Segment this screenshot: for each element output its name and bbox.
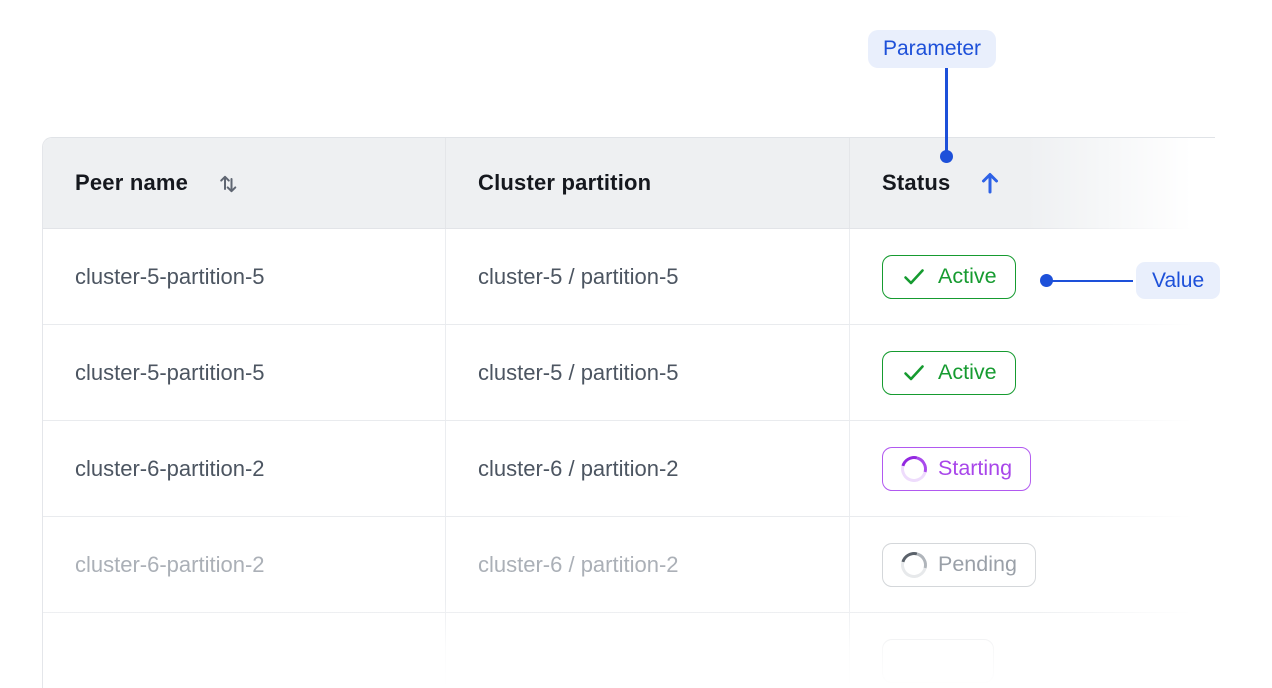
status-cell (850, 613, 1215, 688)
parameter-connector-line (945, 68, 948, 152)
status-cell: Active (850, 229, 1215, 324)
status-badge: Active (882, 350, 1016, 395)
peer-name-cell: cluster-5-partition-5 (43, 325, 446, 420)
status-badge: Active (882, 254, 1016, 299)
cluster-partition-header-label: Cluster partition (478, 170, 652, 195)
status-cell: Active (850, 325, 1215, 420)
cluster-partition-cell: cluster-5 / partition-5 (446, 325, 850, 420)
sort-both-icon[interactable] (214, 169, 242, 197)
peer-name-header-label: Peer name (75, 170, 189, 195)
cluster-partition-cell: cluster-6 / partition-2 (446, 517, 850, 612)
peer-name-cell (43, 613, 446, 688)
table-row[interactable]: cluster-5-partition-5 cluster-5 / partit… (43, 325, 1215, 421)
table-row[interactable]: cluster-6-partition-2 cluster-6 / partit… (43, 517, 1215, 613)
table-row[interactable]: cluster-5-partition-5 cluster-5 / partit… (43, 229, 1215, 325)
status-badge: Pending (882, 542, 1036, 587)
peer-name-cell: cluster-5-partition-5 (43, 229, 446, 324)
column-header-status[interactable]: Status (850, 138, 1215, 228)
status-badge-label: Pending (938, 552, 1017, 576)
table-header-row: Peer name Cluster partition Status (43, 138, 1215, 229)
parameter-connector-dot (940, 150, 953, 163)
column-header-peer-name[interactable]: Peer name (43, 138, 446, 228)
check-icon (901, 264, 927, 290)
status-badge: Starting (882, 446, 1032, 491)
column-header-cluster-partition[interactable]: Cluster partition (446, 138, 850, 228)
table-row[interactable] (43, 613, 1215, 688)
value-callout-badge: Value (1136, 262, 1221, 299)
value-connector-dot (1040, 274, 1053, 287)
status-badge-label: Active (938, 360, 997, 384)
value-connector-line (1046, 279, 1133, 282)
peer-name-cell: cluster-6-partition-2 (43, 421, 446, 516)
peers-table: Peer name Cluster partition Status (42, 137, 1215, 688)
status-badge-label: Starting (938, 456, 1013, 480)
table-body: cluster-5-partition-5 cluster-5 / partit… (43, 229, 1215, 688)
parameter-callout-label: Parameter (883, 37, 982, 60)
status-badge (882, 638, 994, 683)
status-badge-label: Active (938, 264, 997, 288)
spinner-icon (896, 450, 932, 487)
status-cell: Pending (850, 517, 1215, 612)
table-row[interactable]: cluster-6-partition-2 cluster-6 / partit… (43, 421, 1215, 517)
status-header-label: Status (882, 170, 951, 195)
peer-name-cell: cluster-6-partition-2 (43, 517, 446, 612)
cluster-partition-cell: cluster-5 / partition-5 (446, 229, 850, 324)
cluster-partition-cell: cluster-6 / partition-2 (446, 421, 850, 516)
sort-ascending-icon[interactable] (976, 169, 1004, 197)
spinner-icon (896, 546, 932, 583)
cluster-partition-cell (446, 613, 850, 688)
parameter-callout-badge: Parameter (868, 30, 997, 68)
status-cell: Starting (850, 421, 1215, 516)
value-callout-label: Value (1152, 268, 1205, 292)
check-icon (901, 360, 927, 386)
